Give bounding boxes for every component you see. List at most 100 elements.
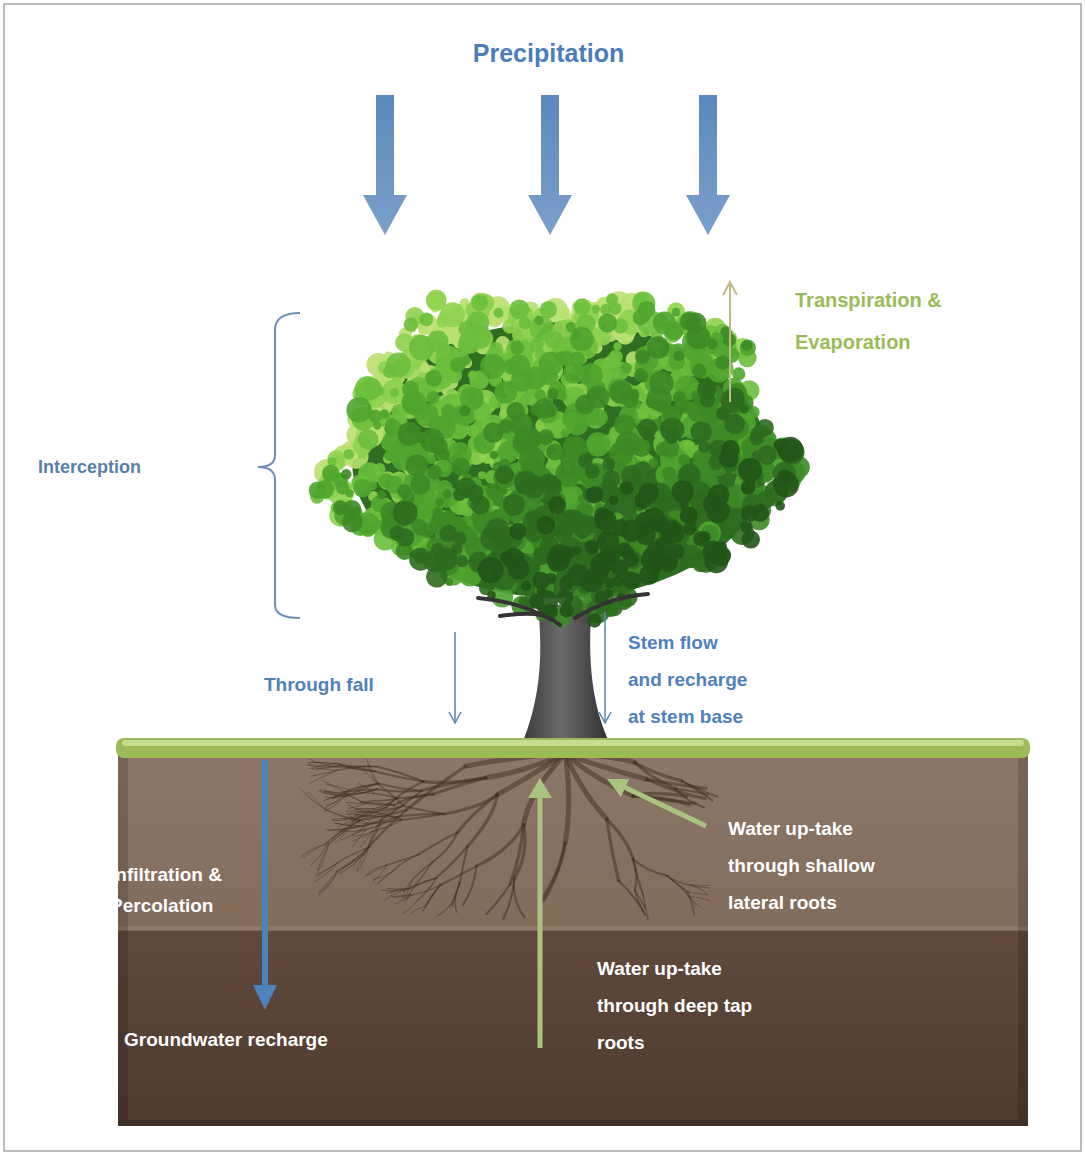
leaf-cluster — [718, 542, 727, 551]
leaf-cluster — [740, 340, 756, 356]
leaf-cluster — [505, 380, 514, 389]
leaf-cluster — [494, 381, 517, 404]
roots — [301, 754, 717, 919]
root-line — [436, 846, 467, 878]
leaf-cluster — [598, 314, 617, 333]
root-line — [343, 792, 364, 802]
topsoil — [118, 748, 1028, 1126]
root-line — [463, 866, 477, 905]
leaf-cluster — [662, 467, 676, 481]
leaf-cluster — [480, 354, 505, 379]
leaf-cluster — [353, 479, 372, 498]
root-line — [544, 843, 565, 900]
leaf-cluster — [697, 380, 716, 399]
arrow-head — [528, 778, 552, 798]
transpiration-arrow — [729, 284, 731, 402]
root-line — [452, 883, 459, 907]
root-line — [384, 890, 404, 900]
leaf-cluster — [404, 318, 418, 332]
leaf-cluster — [495, 465, 514, 484]
arrow-head — [449, 712, 461, 723]
root-line — [357, 809, 374, 812]
root-line — [382, 890, 405, 891]
soil-side — [118, 748, 128, 1126]
root-line — [329, 820, 360, 844]
root-line — [355, 808, 374, 810]
leaf-cluster — [609, 380, 632, 403]
leaf-cluster — [490, 451, 498, 459]
leaf-cluster — [763, 474, 771, 482]
root-line — [374, 793, 397, 798]
leaf-cluster — [530, 404, 542, 416]
process-label: Interception — [38, 455, 141, 479]
root-line — [368, 803, 395, 805]
leaf-cluster — [724, 414, 745, 435]
root-line — [419, 832, 458, 854]
leaf-cluster — [489, 308, 506, 325]
uptake-arrow — [624, 787, 706, 826]
leaf-cluster — [703, 494, 723, 514]
leaf-cluster — [471, 496, 490, 515]
leaf-cluster — [546, 443, 563, 460]
root-line — [379, 870, 394, 882]
leaf-cluster — [614, 414, 635, 435]
leaf-cluster — [346, 397, 372, 423]
leaf-cluster — [538, 429, 554, 445]
leaf-cluster — [473, 495, 483, 505]
process-label: Transpiration & Evaporation — [795, 279, 995, 363]
root-line — [689, 897, 711, 902]
root-line — [326, 784, 350, 789]
leaf-cluster — [620, 482, 633, 495]
process-label: Through fall — [264, 673, 374, 697]
leaf-cluster — [585, 464, 600, 479]
leaf-cluster — [453, 532, 467, 546]
root-line — [312, 770, 337, 776]
leaf-cluster — [493, 534, 508, 549]
leaf-cluster — [478, 557, 504, 583]
leaf-cluster — [567, 564, 589, 586]
root-line — [360, 801, 375, 802]
leaf-cluster — [634, 368, 648, 382]
leaf-cluster — [602, 458, 615, 471]
root-line — [667, 876, 689, 897]
leaf-cluster — [534, 590, 558, 614]
label-box: Stem flow and recharge at stem base — [628, 624, 752, 735]
leaf-cluster — [572, 546, 581, 555]
title-box: Precipitation — [6, 36, 1085, 70]
leaf-cluster — [715, 355, 729, 369]
leaf-cluster — [586, 543, 598, 555]
leaf-cluster — [586, 432, 610, 456]
leaf-cluster — [534, 316, 543, 325]
leaf-cluster — [574, 298, 591, 315]
leaf-cluster — [719, 448, 739, 468]
leaf-cluster — [690, 421, 711, 442]
leaf-cluster — [698, 441, 710, 453]
leaf-cluster — [459, 331, 482, 354]
leaf-cluster — [741, 340, 752, 351]
root-line — [691, 885, 709, 888]
leaf-cluster — [633, 310, 649, 326]
root-line — [565, 754, 607, 819]
leaf-cluster — [503, 494, 525, 516]
root-line — [374, 798, 397, 809]
leaf-cluster — [647, 336, 669, 358]
leaf-cluster — [336, 482, 349, 495]
leaf-cluster — [328, 457, 337, 466]
label-box: Water up-take through shallow lateral ro… — [728, 810, 908, 921]
leaf-cluster — [557, 590, 573, 606]
root-line — [369, 810, 407, 847]
leaf-cluster — [367, 385, 380, 398]
leaf-cluster — [322, 465, 339, 482]
label-box: Through fall — [264, 673, 374, 697]
leaf-cluster — [587, 613, 601, 627]
leaf-cluster — [509, 299, 529, 319]
leaf-cluster — [396, 528, 415, 547]
leaf-cluster — [649, 371, 673, 395]
leaf-cluster — [521, 475, 544, 498]
leaf-cluster — [548, 544, 570, 566]
root-line — [301, 844, 329, 857]
leaf-cluster — [428, 465, 443, 480]
leaf-cluster — [309, 482, 327, 500]
